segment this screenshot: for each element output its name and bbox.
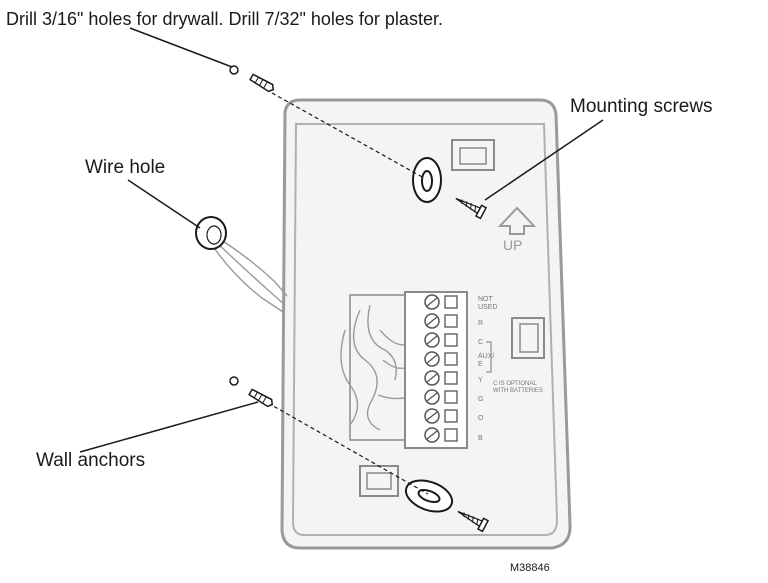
terminal-label: Y [478, 377, 483, 384]
figure-code: M38846 [510, 562, 550, 574]
mounting-screw-top [455, 197, 488, 220]
terminal-clamp [444, 314, 458, 328]
terminal-screw-slot [426, 373, 438, 383]
terminal-screw-slot [426, 297, 438, 307]
alignment-line-bottom [267, 402, 429, 495]
wall-anchor-top [249, 73, 275, 93]
leader-mounting-screws [484, 119, 604, 201]
terminal-label: B [478, 435, 483, 442]
terminal-label: E [478, 361, 483, 368]
terminal-screw-slot [426, 354, 438, 364]
mounting-screws-label: Mounting screws [570, 96, 713, 117]
wall-anchors-label: Wall anchors [36, 450, 146, 471]
terminal-clamp [444, 295, 458, 309]
wall-plate-inner-rim [291, 123, 559, 536]
terminal-label: O [478, 415, 484, 422]
bottom-mounting-slot [404, 479, 454, 513]
side-clip [511, 317, 545, 359]
wall-anchor-bottom [248, 388, 274, 408]
drill-instruction: Drill 3/16" holes for drywall. Drill 7/3… [6, 9, 443, 29]
terminal-screw-slot [426, 392, 438, 402]
leader-wall-anchors [79, 401, 259, 453]
terminal-clamp [444, 390, 458, 404]
terminal-label: USED [478, 304, 497, 311]
c-bracket [486, 341, 492, 373]
terminal-clamp [444, 371, 458, 385]
terminal-clamp [444, 333, 458, 347]
leader-wire-hole [127, 179, 201, 229]
terminal-screw-slot [426, 430, 438, 440]
terminal-label: AUX/ [478, 353, 494, 360]
terminal-clamp [444, 352, 458, 366]
up-label: UP [503, 237, 522, 253]
leader-instruction [129, 27, 233, 68]
terminal-label: C [478, 339, 483, 346]
terminal-screw-slot [426, 316, 438, 326]
c-optional-note: WITH BATTERIES [493, 388, 543, 394]
c-optional-note: C IS OPTIONAL [493, 381, 537, 387]
top-clip-slot [451, 139, 495, 171]
drill-hole-bottom [229, 376, 239, 386]
wire-hole [195, 216, 227, 250]
terminal-clamp [444, 428, 458, 442]
terminal-clamp [444, 409, 458, 423]
top-mounting-slot [412, 157, 442, 203]
terminal-screw-slot [426, 411, 438, 421]
terminal-label: G [478, 396, 483, 403]
terminal-label: NOT [478, 296, 494, 303]
terminal-screws [424, 294, 458, 443]
wire-hole-label: Wire hole [85, 157, 166, 178]
alignment-line-top [271, 92, 425, 179]
terminal-label: R [478, 320, 483, 327]
drill-hole-top [229, 65, 239, 75]
mounting-screw-bottom [457, 510, 490, 533]
up-arrow-icon [497, 206, 537, 235]
terminal-screw-slot [426, 335, 438, 345]
